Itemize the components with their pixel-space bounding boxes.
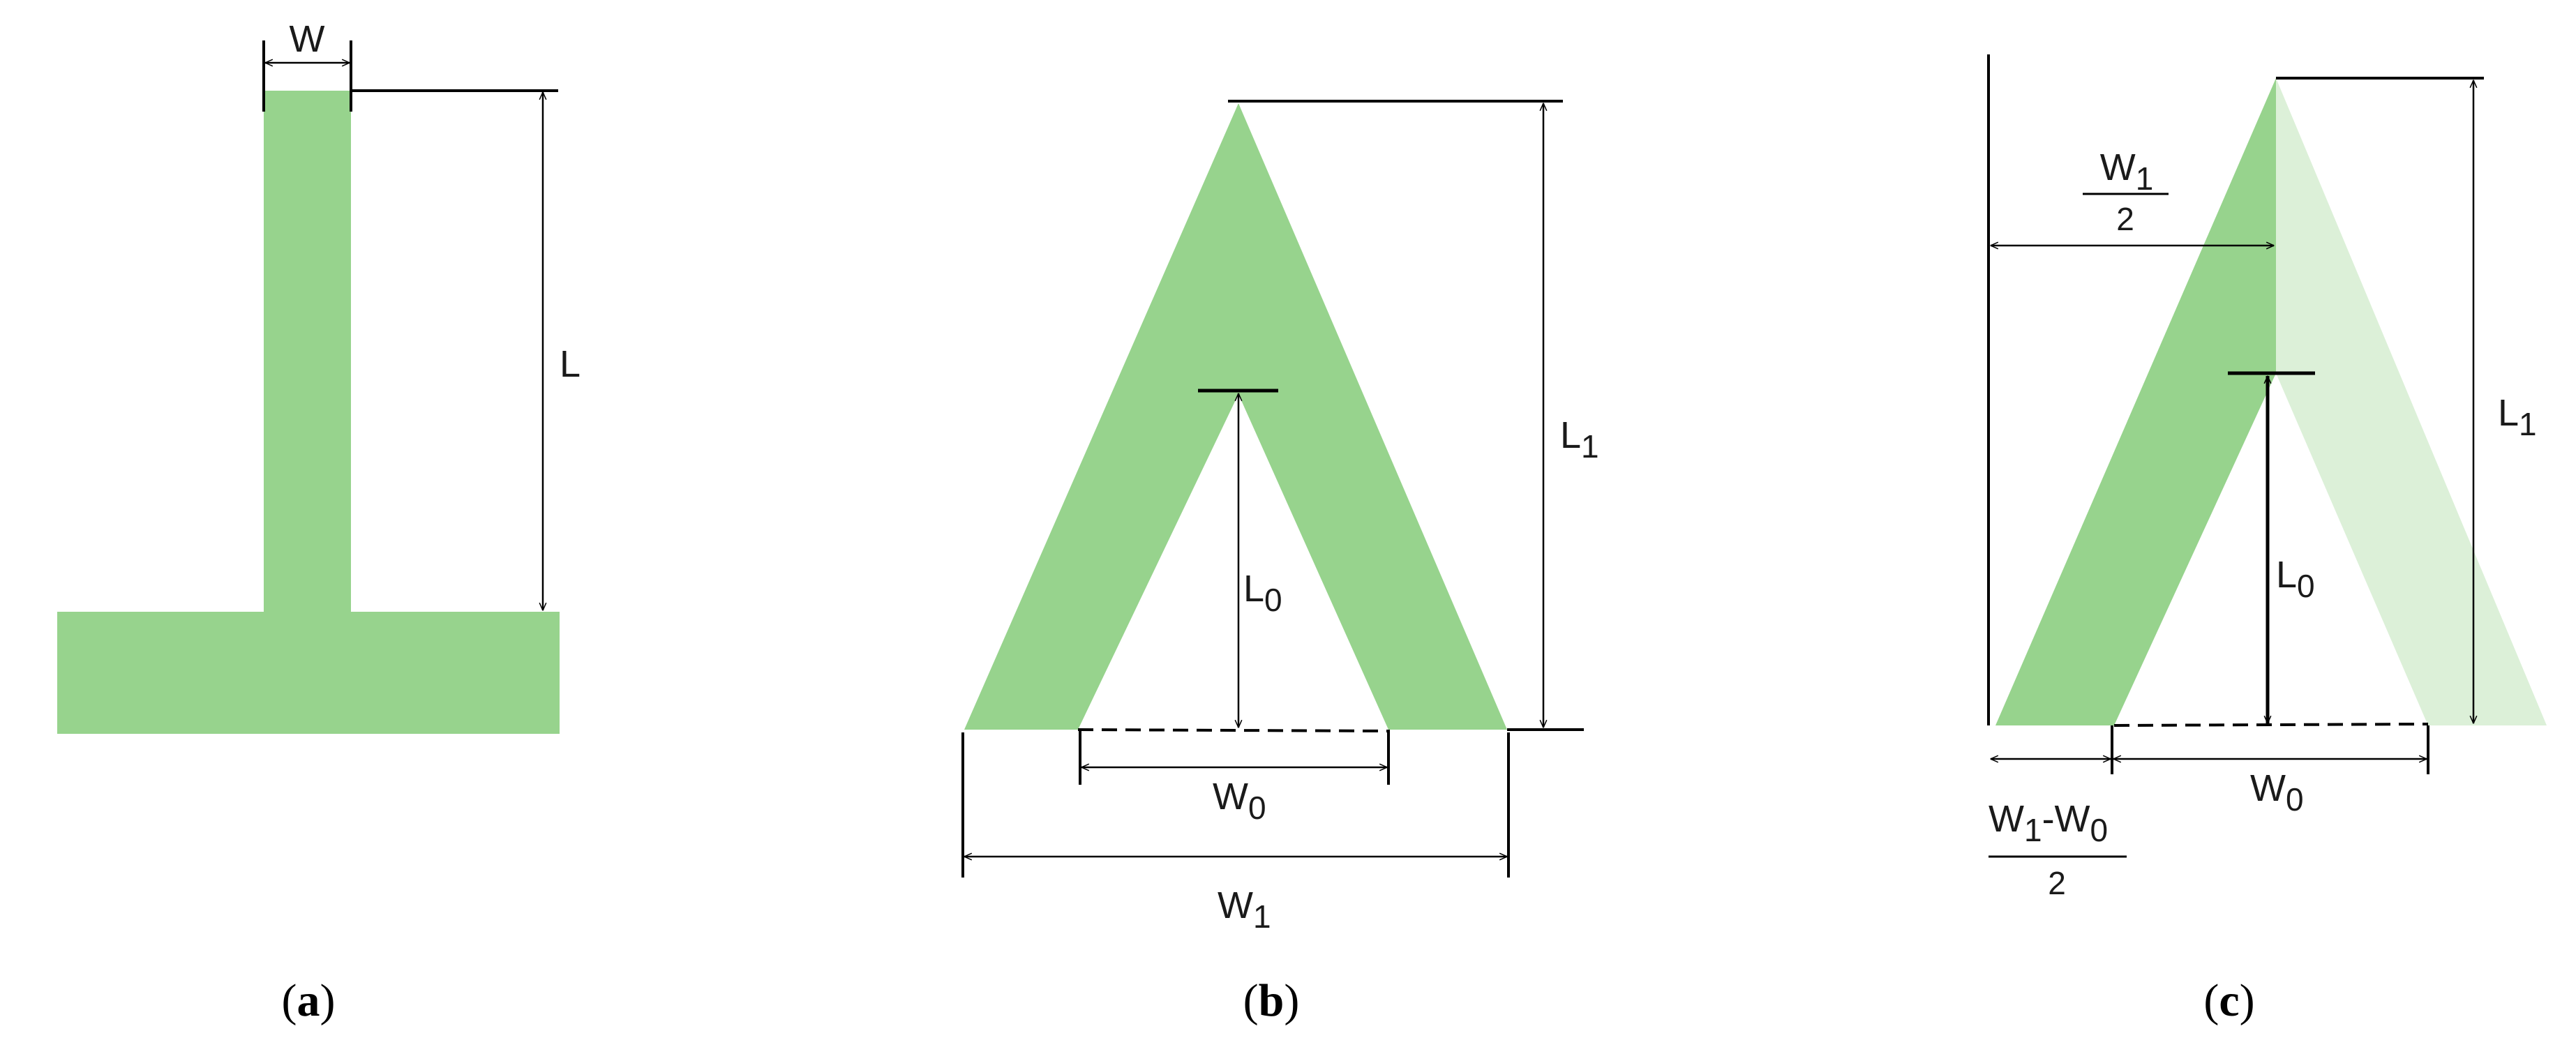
dimension-w0	[2111, 723, 2429, 774]
label-w: W	[290, 18, 325, 60]
svg-text:2: 2	[2116, 201, 2134, 237]
caption-a: (a)	[282, 975, 336, 1026]
label-w0: W0	[2250, 767, 2304, 818]
label-half-difference: W1-W0 2	[1989, 798, 2127, 901]
t-beam-stem	[264, 91, 351, 615]
svg-text:W1: W1	[2100, 146, 2154, 197]
svg-text:W1-W0: W1-W0	[1989, 798, 2108, 848]
panel-c: W1 2 L1 L0 W0 W1-W0 2	[1987, 54, 2547, 901]
caption-c: (c)	[2203, 975, 2254, 1026]
lambda-half-solid	[1995, 78, 2276, 725]
label-half-w1: W1 2	[2083, 146, 2169, 237]
dimension-l1	[1228, 100, 1584, 731]
lambda-shape	[964, 103, 1507, 730]
t-beam-base	[57, 612, 560, 734]
label-w0: W0	[1213, 776, 1266, 826]
label-l0: L0	[1243, 568, 1282, 618]
label-w1: W1	[1218, 884, 1271, 935]
dimension-w1	[961, 732, 1510, 878]
label-l1: L1	[2498, 392, 2537, 442]
dimension-w0	[1077, 728, 1390, 785]
panel-a: W L	[57, 18, 581, 734]
dimension-l	[351, 89, 558, 610]
dimension-w	[262, 40, 352, 112]
svg-text:2: 2	[2048, 865, 2066, 901]
label-l1: L1	[1560, 414, 1599, 465]
label-l0: L0	[2276, 554, 2315, 604]
label-l: L	[560, 343, 581, 385]
dimension-l0	[1198, 389, 1278, 728]
dimension-l1	[2276, 77, 2484, 723]
lambda-half-shaded	[2276, 78, 2547, 725]
dimension-l0	[2228, 371, 2315, 723]
caption-b: (b)	[1243, 975, 1300, 1026]
panel-b: L1 L0 W0 W1	[961, 100, 1599, 935]
